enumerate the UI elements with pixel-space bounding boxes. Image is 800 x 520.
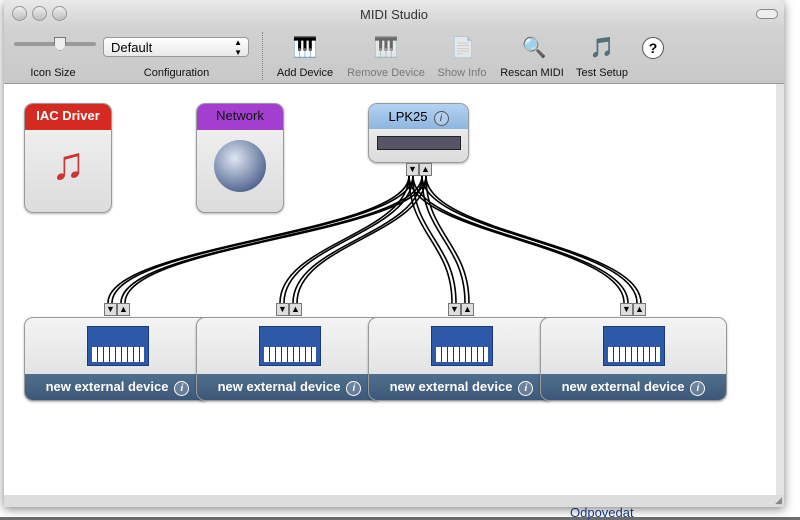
midi-cable [292, 175, 423, 304]
keyboard-icon [259, 326, 321, 366]
external-device-label: new external device [561, 379, 685, 394]
external-device[interactable]: new external device i [368, 317, 555, 401]
external-device-bar: new external device i [25, 374, 210, 400]
midi-cable [421, 175, 466, 304]
external-device-bar: new external device i [541, 374, 726, 400]
external-device[interactable]: new external device i [24, 317, 211, 401]
keyboard-icon [87, 326, 149, 366]
midi-cables [107, 175, 642, 304]
midi-cable [107, 175, 410, 304]
stepper-arrows-icon: ▲▼ [234, 38, 242, 57]
minimize-button[interactable] [32, 6, 47, 21]
window-title: MIDI Studio [360, 7, 428, 22]
remove-device-button[interactable]: Remove Device [347, 67, 425, 79]
lpk25-device[interactable]: LPK25 i [368, 103, 469, 163]
network-device[interactable]: Network [196, 103, 284, 213]
slider-knob[interactable] [54, 37, 66, 51]
external-device-bar: new external device i [369, 374, 554, 400]
vertical-scrollbar[interactable] [776, 84, 784, 495]
info-icon[interactable]: i [518, 381, 534, 396]
network-label: Network [197, 104, 283, 130]
midi-cable [412, 175, 457, 304]
resize-grip-icon[interactable]: ◢ [775, 495, 782, 505]
midi-cable [421, 175, 638, 304]
rescan-midi-icon[interactable]: 🔍 [521, 37, 547, 59]
toolbar: Icon Size Default ▲▼ Configuration 🎹 Add … [4, 28, 784, 84]
external-device-label: new external device [389, 379, 513, 394]
show-info-button[interactable]: Show Info [437, 67, 487, 79]
midi-cable [425, 175, 470, 304]
midi-cable [283, 175, 414, 304]
bottom-bar: ◢ [4, 495, 784, 507]
midi-studio-window: MIDI Studio Icon Size Default▲▼ Configur… [4, 0, 784, 507]
external-device-out-port[interactable]: ▼ [104, 303, 117, 316]
configuration-select[interactable]: Default ▲▼ [103, 37, 249, 57]
external-device-out-port[interactable]: ▼ [620, 303, 633, 316]
info-icon[interactable]: i [174, 381, 190, 396]
toolbar-separator [262, 32, 263, 80]
help-button[interactable]: ? [642, 37, 664, 59]
icon-size-slider[interactable] [14, 37, 96, 51]
external-device-out-port[interactable]: ▼ [448, 303, 461, 316]
info-icon[interactable]: i [433, 111, 449, 126]
external-device-in-port[interactable]: ▲ [633, 303, 646, 316]
lpk25-label: LPK25 [388, 109, 428, 124]
configuration-value: Default [111, 40, 153, 55]
title-bar: MIDI Studio [4, 0, 784, 28]
lpk25-keyboard-icon [376, 136, 461, 150]
midi-cable [296, 175, 427, 304]
toolbar-toggle-button[interactable] [756, 9, 778, 19]
external-device-in-port[interactable]: ▲ [117, 303, 130, 316]
keys-icon [608, 347, 660, 362]
keyboard-icon [431, 326, 493, 366]
device-canvas: IAC Driver ♫ Network LPK25 i ▼ ▲ new exte… [4, 84, 776, 495]
rescan-midi-button[interactable]: Rescan MIDI [500, 67, 564, 79]
lpk25-header: LPK25 i [369, 104, 468, 129]
remove-device-icon[interactable]: 🎹 [373, 37, 399, 59]
external-device[interactable]: new external device i [196, 317, 383, 401]
external-device-out-port[interactable]: ▼ [276, 303, 289, 316]
background-reply-link[interactable]: Odpovedat [570, 505, 634, 520]
info-icon[interactable]: i [690, 381, 706, 396]
music-notes-icon: ♫ [50, 137, 86, 189]
network-globe-icon [214, 140, 266, 192]
midi-cable [111, 175, 414, 304]
show-info-icon[interactable]: 📄 [450, 37, 476, 59]
test-setup-icon[interactable]: 🎵 [589, 37, 615, 59]
add-device-button[interactable]: Add Device [276, 67, 334, 79]
close-button[interactable] [12, 6, 27, 21]
zoom-button[interactable] [52, 6, 67, 21]
midi-cable [408, 175, 625, 304]
midi-cable [425, 175, 642, 304]
keys-icon [264, 347, 316, 362]
external-device[interactable]: new external device i [540, 317, 727, 401]
info-icon[interactable]: i [346, 381, 362, 396]
keys-icon [436, 347, 488, 362]
add-device-icon[interactable]: 🎹 [292, 37, 318, 59]
iac-driver-label: IAC Driver [25, 104, 111, 130]
midi-cable [279, 175, 410, 304]
external-device-in-port[interactable]: ▲ [461, 303, 474, 316]
lpk25-out-port[interactable]: ▼ [406, 163, 419, 176]
keyboard-icon [603, 326, 665, 366]
external-device-label: new external device [217, 379, 341, 394]
external-device-bar: new external device i [197, 374, 382, 400]
iac-driver-device[interactable]: IAC Driver ♫ [24, 103, 112, 213]
external-device-in-port[interactable]: ▲ [289, 303, 302, 316]
configuration-label: Configuration [143, 67, 210, 79]
icon-size-label: Icon Size [30, 67, 76, 79]
lpk25-in-port[interactable]: ▲ [419, 163, 432, 176]
midi-cable [408, 175, 453, 304]
test-setup-button[interactable]: Test Setup [576, 67, 628, 79]
external-device-label: new external device [45, 379, 169, 394]
keys-icon [92, 347, 144, 362]
midi-cable [412, 175, 629, 304]
